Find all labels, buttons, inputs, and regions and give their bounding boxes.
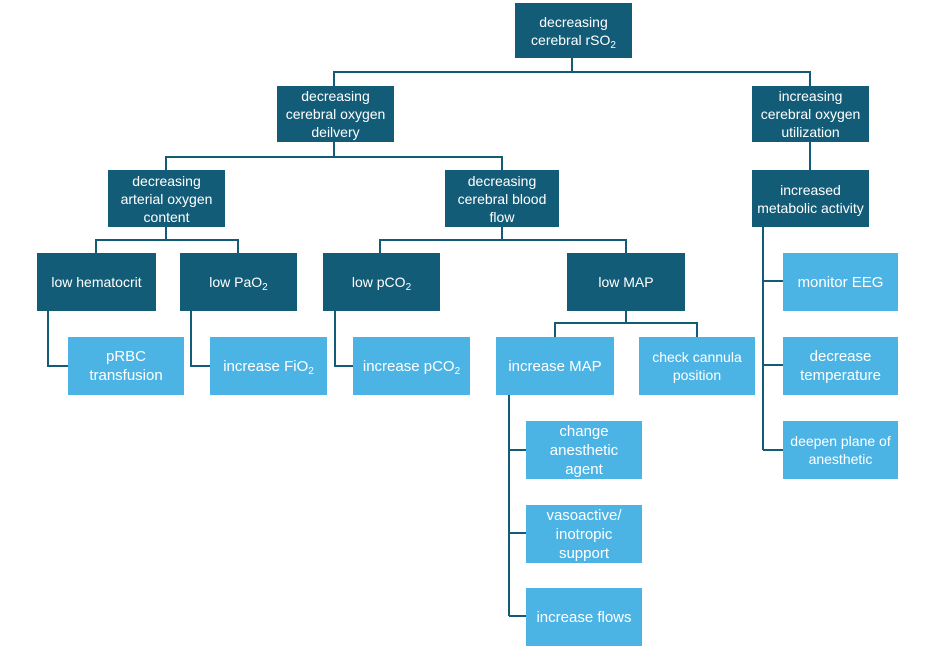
connector-pao2 [190,311,210,367]
node-low-pao2: low PaO2 [180,253,297,311]
connector-delivery [165,142,503,170]
node-increasing-cerebral-oxygen-utilization: increasing cerebral oxygen utilization [752,86,869,142]
connector-blood-flow [379,227,627,253]
node-deepen-plane-of-anesthetic: deepen plane of anesthetic [783,421,898,479]
node-increase-fio2: increase FiO2 [210,337,327,395]
connector-pco2 [334,311,353,367]
node-decreasing-cerebral-blood-flow: decreasing cerebral blood flow [445,170,559,227]
node-label: change anesthetic agent [549,422,619,478]
node-label: increased metabolic activity [757,181,864,216]
connector-hematocrit [47,311,68,367]
node-label: low PaO [209,274,263,290]
node-label: low hematocrit [51,274,142,290]
node-monitor-eeg: monitor EEG [783,253,898,311]
node-increase-map: increase MAP [496,337,614,395]
connector-increase-map [508,395,526,617]
node-decreasing-cerebral-oxygen-delivery: decreasing cerebral oxygen deilvery [277,86,394,142]
node-label: decreasing cerebral blood flow [457,172,547,225]
connector-low-map [554,311,698,337]
node-label: monitor EEG [797,273,884,291]
node-label: vasoactive/ inotropic support [546,506,622,562]
subscript: 2 [454,365,461,377]
node-increased-metabolic-activity: increased metabolic activity [752,170,869,227]
node-check-cannula-position: check cannula position [639,337,755,395]
connector-metabolic [762,227,783,451]
node-label: increase MAP [508,357,602,375]
node-label: low MAP [598,274,654,290]
node-low-map: low MAP [567,253,685,311]
node-low-hematocrit: low hematocrit [37,253,156,311]
node-decreasing-cerebral-rso2: decreasing cerebral rSO2 [515,3,632,58]
subscript: 2 [262,282,268,293]
node-label: decrease temperature [800,348,881,384]
connector-arterial [95,227,239,253]
node-label: increase pCO [362,357,455,375]
subscript: 2 [610,39,616,51]
node-label: low pCO [351,274,406,290]
node-label: increasing cerebral oxygen utilization [760,88,861,140]
node-label: increase FiO [223,357,309,375]
subscript: 2 [405,282,412,293]
node-prbc-transfusion: pRBC transfusion [68,337,184,395]
node-label: decreasing cerebral oxygen deilvery [285,88,386,140]
node-decrease-temperature: decrease temperature [783,337,898,395]
node-label: decreasing arterial oxygen content [120,172,213,225]
node-label: increase flows [536,608,632,626]
node-change-anesthetic-agent: change anesthetic agent [526,421,642,479]
node-label: pRBC transfusion [89,348,163,384]
node-low-pco2: low pCO2 [323,253,440,311]
node-increase-flows: increase flows [526,588,642,646]
node-label: decreasing cerebral rSO [531,13,611,48]
node-label: check cannula position [652,349,742,383]
connector-root [333,58,811,86]
node-increase-pco2: increase pCO2 [353,337,470,395]
node-decreasing-arterial-oxygen-content: decreasing arterial oxygen content [108,170,225,227]
node-vasoactive-inotropic-support: vasoactive/ inotropic support [526,505,642,563]
subscript: 2 [308,365,314,377]
node-label: deepen plane of anesthetic [790,433,891,467]
